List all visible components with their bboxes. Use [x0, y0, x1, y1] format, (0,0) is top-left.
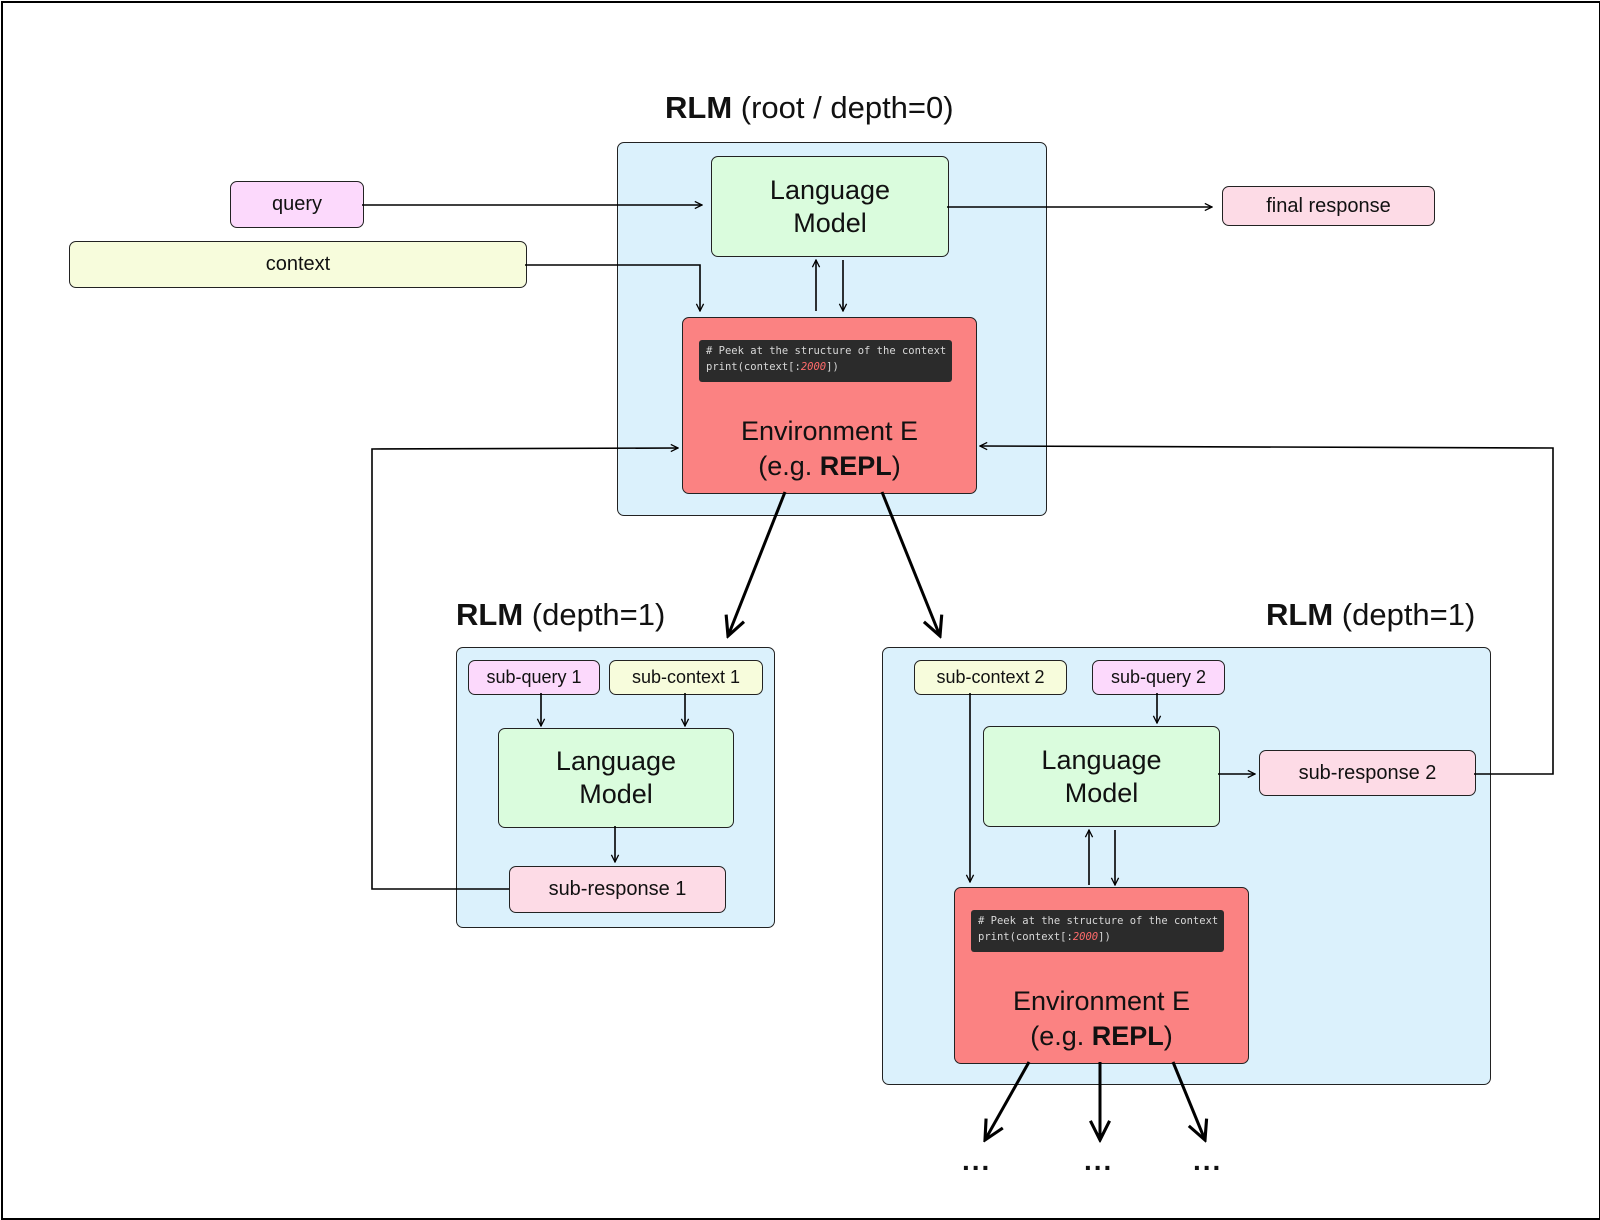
- sub-rlm-1-title: RLM (depth=1): [456, 597, 666, 632]
- context-box: context: [69, 241, 527, 288]
- arrow-root-env-to-sub-rlm-2: [880, 491, 940, 636]
- root-environment: # Peek at the structure of the context p…: [682, 317, 977, 494]
- root-environment-label: Environment E(e.g. REPL): [740, 416, 919, 481]
- sub-query-1-box: sub-query 1: [468, 660, 600, 695]
- ellipsis-left: ...: [962, 1145, 992, 1176]
- sub-rlm-2-title: RLM (depth=1): [1266, 597, 1476, 632]
- arrow-context-to-env: [525, 264, 700, 311]
- sub-context-1-box: sub-context 1: [609, 660, 763, 695]
- root-rlm-title: RLM (root / depth=0): [665, 90, 954, 125]
- query-box: query: [230, 181, 364, 228]
- arrow-sub-2-env-to-deeper-left: [985, 1061, 1031, 1140]
- final-response-box: final response: [1222, 186, 1435, 226]
- sub-query-2-box: sub-query 2: [1092, 660, 1225, 695]
- sub-2-code-snippet: # Peek at the structure of the context p…: [971, 910, 1224, 952]
- sub-2-environment-label: Environment E(e.g. REPL): [1012, 986, 1191, 1051]
- root-code-snippet: # Peek at the structure of the context p…: [699, 340, 952, 382]
- sub-2-environment: # Peek at the structure of the context p…: [954, 887, 1249, 1064]
- arrow-sub-response-2-to-env: [980, 446, 1554, 775]
- ellipsis-right: ...: [1193, 1145, 1223, 1176]
- arrow-root-env-to-sub-rlm-1: [728, 491, 787, 636]
- arrow-sub-response-1-to-env: [371, 448, 678, 890]
- sub-response-1-box: sub-response 1: [509, 866, 726, 913]
- sub-response-2-box: sub-response 2: [1259, 750, 1476, 796]
- arrow-sub-2-env-to-deeper-right: [1171, 1061, 1205, 1140]
- ellipsis-middle: ...: [1084, 1145, 1114, 1176]
- sub-context-2-box: sub-context 2: [914, 660, 1067, 695]
